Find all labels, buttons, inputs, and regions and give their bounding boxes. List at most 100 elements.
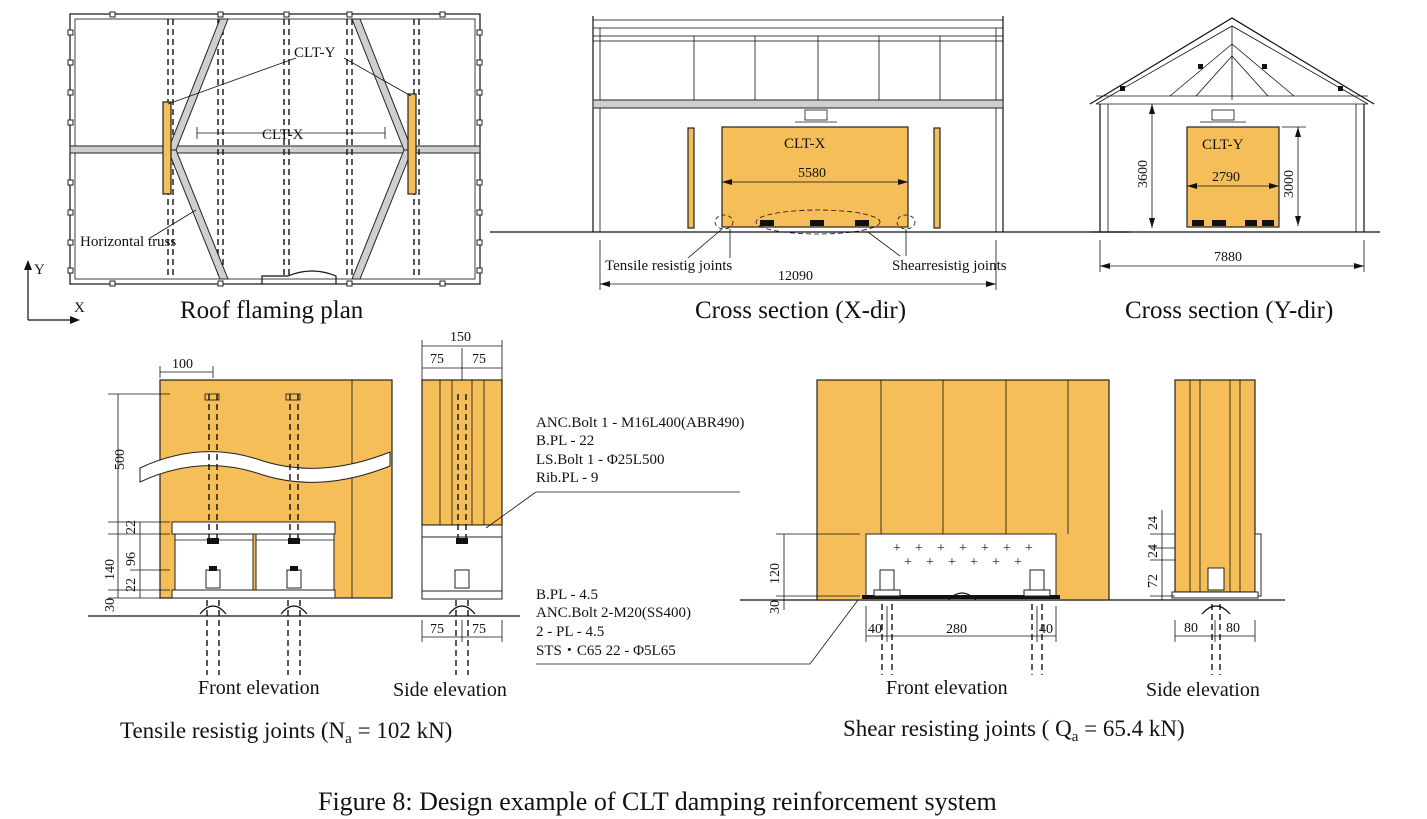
sf-dim-120: 120 xyxy=(768,563,783,584)
clt-y-leader-left xyxy=(167,57,297,105)
svg-text:+: + xyxy=(948,555,956,570)
roof-main-beam xyxy=(69,145,481,154)
sx-clt-panel xyxy=(721,126,909,228)
roof-clt-y-label: CLT-Y xyxy=(294,45,336,61)
sx-roof xyxy=(592,19,1004,29)
svg-text:+: + xyxy=(981,541,989,556)
sf-dim-40a: 40 xyxy=(868,622,882,637)
svg-text:+: + xyxy=(1014,555,1022,570)
svg-text:+: + xyxy=(904,555,912,570)
figure-caption: Figure 8: Design example of CLT damping … xyxy=(318,787,997,816)
sx-dim-total: 12090 xyxy=(778,269,813,284)
ss-dim-24b: 24 xyxy=(1146,544,1161,558)
section-y-title: Cross section (Y-dir) xyxy=(1125,297,1333,324)
roof-plan-title: Roof flaming plan xyxy=(180,297,364,324)
sf-dim-40b: 40 xyxy=(1039,622,1053,637)
sf-dim-280: 280 xyxy=(946,622,967,637)
spec-top-1: ANC.Bolt 1 - M16L400(ABR490) xyxy=(536,415,744,431)
ss-side-label: Side elevation xyxy=(1146,679,1260,701)
tensile-title-tail: = 102 kN) xyxy=(352,718,453,743)
tf-dim-100: 100 xyxy=(172,357,193,372)
svg-text:+: + xyxy=(970,555,978,570)
sy-dim-total: 7880 xyxy=(1214,250,1242,265)
ts-side-label: Side elevation xyxy=(393,679,507,701)
svg-text:+: + xyxy=(915,541,923,556)
shear-title-main: Shear resisting joints ( Q xyxy=(843,716,1072,741)
svg-text:+: + xyxy=(893,541,901,556)
spec-bottom-4: STS・C65 22 - Φ5L65 xyxy=(536,643,676,659)
tensile-side: 150 75 75 75 75 Side elevation xyxy=(393,330,507,701)
ss-clt-panel xyxy=(1174,379,1256,593)
roof-plan: CLT-X CLT-Y Horizontal truss Y X Roof fl… xyxy=(24,11,483,324)
shear-title-sub: a xyxy=(1072,729,1079,745)
sf-steel-plate xyxy=(865,533,1057,597)
sx-tensile-label: Tensile resistig joints xyxy=(605,258,732,274)
tf-dim-500: 500 xyxy=(113,449,128,470)
spec-block: ANC.Bolt 1 - M16L400(ABR490) B.PL - 22 L… xyxy=(485,415,877,665)
tf-dim-30: 30 xyxy=(103,598,118,612)
tf-dim-22a: 22 xyxy=(124,520,139,534)
spec-bottom-2: ANC.Bolt 2-M20(SS400) xyxy=(536,605,691,621)
ts-dim-75a: 75 xyxy=(430,352,444,367)
tf-dim-140: 140 xyxy=(103,559,118,580)
section-y: CLT-Y 2790 3600 3000 7880 Cross section … xyxy=(1089,17,1380,324)
tensile-title: Tensile resistig joints (Na = 102 kN) xyxy=(120,718,452,747)
roof-entry xyxy=(261,270,337,284)
clt-y-leader-right xyxy=(343,57,412,97)
sf-dim-30: 30 xyxy=(768,600,783,614)
tensile-title-main: Tensile resistig joints (N xyxy=(120,718,346,743)
spec-bottom-1: B.PL - 4.5 xyxy=(536,587,598,603)
shear-front: ++ ++ ++ + ++ ++ ++ 120 30 40 280 40 Fro… xyxy=(768,379,1110,699)
spec-bottom-3: 2 - PL - 4.5 xyxy=(536,624,604,640)
ss-dim-80a: 80 xyxy=(1184,621,1198,636)
sy-clt-label: CLT-Y xyxy=(1202,137,1244,153)
spec-top-3: LS.Bolt 1 - Φ25L500 xyxy=(536,452,664,468)
roof-clt-y-right xyxy=(407,93,417,195)
axis-x-label: X xyxy=(74,300,85,316)
truss-leader xyxy=(149,209,197,239)
tensile-front: 100 500 22 140 96 22 30 Front elevation xyxy=(103,357,393,699)
roof-clt-x-label: CLT-X xyxy=(262,127,304,143)
spec-top-4: Rib.PL - 9 xyxy=(536,470,598,486)
shear-side: 24 24 72 80 80 Side elevation xyxy=(1146,379,1262,701)
sy-dim-height-inner: 3000 xyxy=(1282,170,1297,198)
sy-dim-height-outer: 3600 xyxy=(1136,160,1151,188)
axis-indicator xyxy=(24,260,80,324)
ts-dim-75d: 75 xyxy=(472,622,486,637)
roof-truss-label: Horizontal truss xyxy=(80,234,176,250)
section-x: CLT-X 5580 Tensile resistig joints Shear… xyxy=(490,16,1130,324)
axis-y-label: Y xyxy=(34,262,45,278)
sx-dim-width: 5580 xyxy=(798,166,826,181)
sx-shear-label: Shearresistig joints xyxy=(892,258,1007,274)
ss-dim-72: 72 xyxy=(1146,574,1161,588)
ss-dim-24a: 24 xyxy=(1146,516,1161,530)
tf-front-label: Front elevation xyxy=(198,677,320,699)
ss-dim-80b: 80 xyxy=(1226,621,1240,636)
svg-text:+: + xyxy=(959,541,967,556)
sx-beam xyxy=(592,99,1004,109)
sy-dim-width: 2790 xyxy=(1212,170,1240,185)
tf-dim-96: 96 xyxy=(124,552,139,566)
shear-title: Shear resisting joints ( Qa = 65.4 kN) xyxy=(843,716,1185,745)
svg-text:+: + xyxy=(1003,541,1011,556)
ts-dim-150: 150 xyxy=(450,330,471,345)
ts-dim-75c: 75 xyxy=(430,622,444,637)
roof-clt-y-left xyxy=(162,101,172,195)
horizontal-truss xyxy=(167,18,413,280)
sy-clt-panel xyxy=(1186,126,1280,228)
svg-text:+: + xyxy=(992,555,1000,570)
tensile-title-sub: a xyxy=(345,731,352,747)
sf-screws: ++ ++ ++ + ++ ++ ++ xyxy=(893,541,1033,570)
roof-nodes xyxy=(67,11,483,287)
shear-title-tail: = 65.4 kN) xyxy=(1078,716,1184,741)
svg-text:+: + xyxy=(937,541,945,556)
ts-dim-75b: 75 xyxy=(472,352,486,367)
sx-clt-label: CLT-X xyxy=(784,136,826,152)
sf-front-label: Front elevation xyxy=(886,677,1008,699)
spec-top-2: B.PL - 22 xyxy=(536,433,594,449)
svg-text:+: + xyxy=(926,555,934,570)
section-x-title: Cross section (X-dir) xyxy=(695,297,906,324)
tf-dim-22b: 22 xyxy=(124,578,139,592)
